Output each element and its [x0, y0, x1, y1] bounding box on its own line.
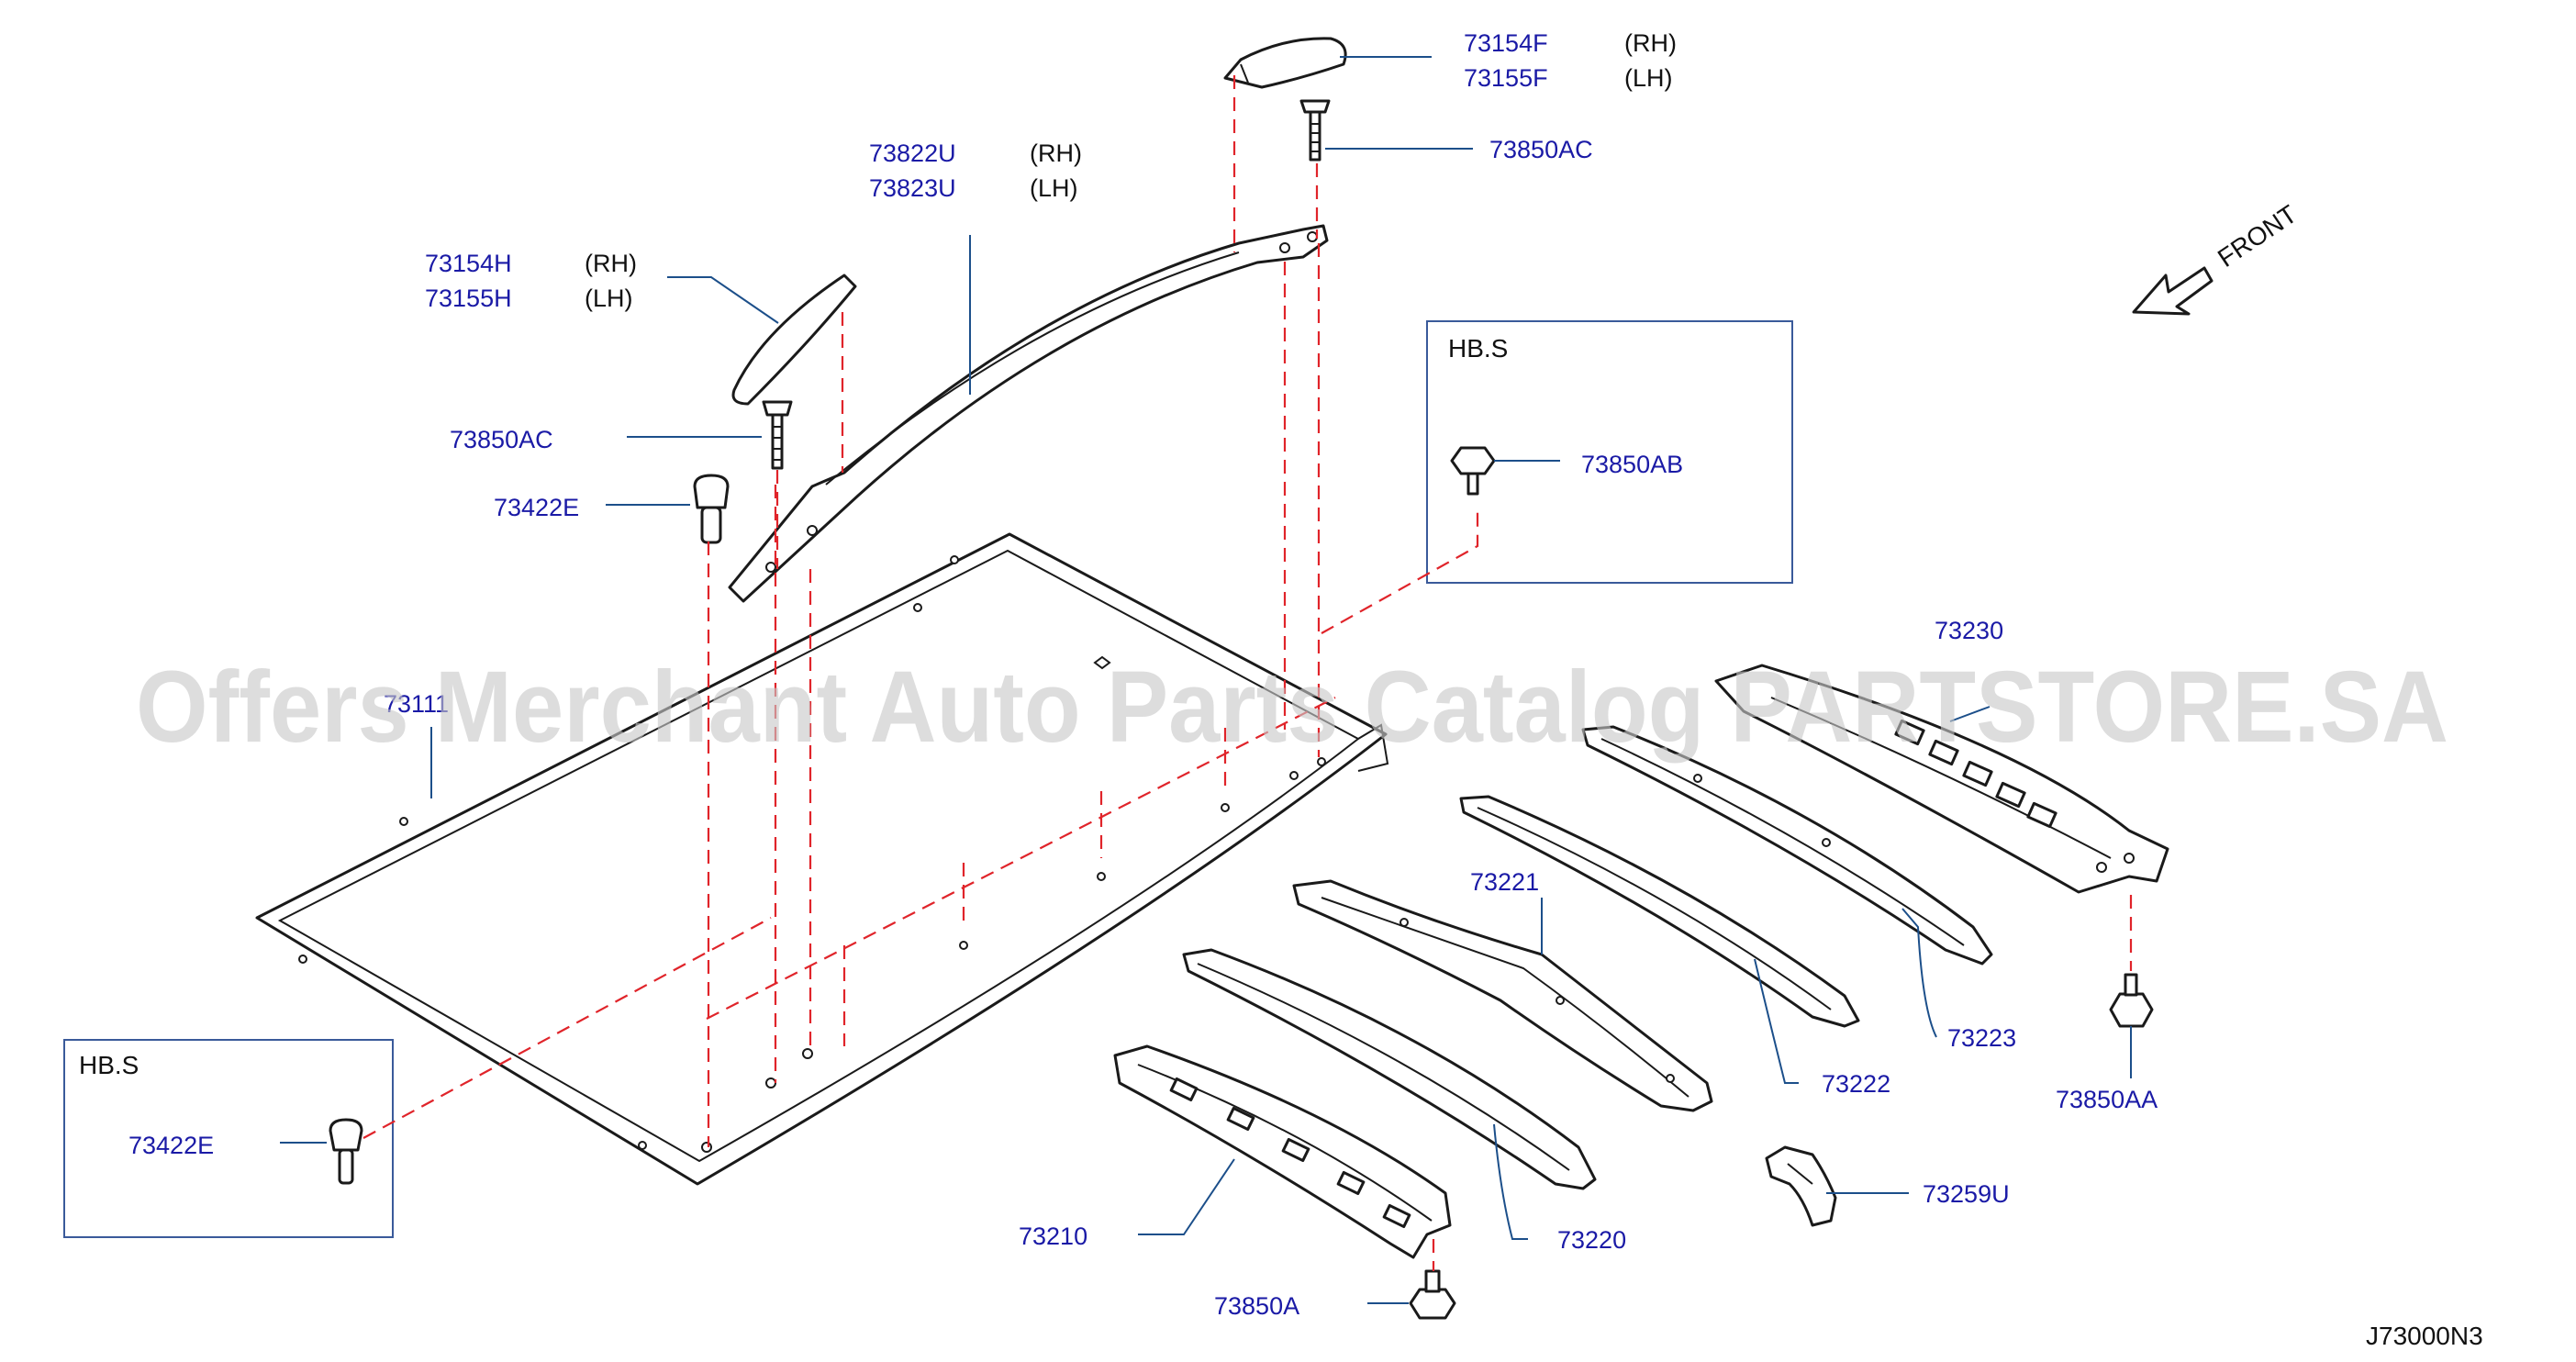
finisher-front-rh-side: (RH) — [585, 250, 637, 277]
screw-front[interactable] — [762, 400, 793, 470]
screw-a-label: 73850A — [1214, 1292, 1299, 1320]
finisher-front-lh-side: (LH) — [585, 285, 633, 312]
hbs-box-upper-part: 73850AB — [1581, 451, 1683, 478]
hbs-box-lower: HB.S 73422E — [63, 1039, 394, 1238]
roof-bow-73222-label: 73222 — [1822, 1070, 1890, 1098]
rail-finisher-rear[interactable] — [1223, 37, 1347, 89]
finisher-rear-lh-side: (LH) — [1624, 64, 1673, 92]
roof-bow-73222[interactable] — [1459, 795, 1860, 1028]
assembly-lines — [362, 75, 2133, 1271]
rail-rh-label: 73822U — [869, 140, 956, 167]
roof-bow-73220-label: 73220 — [1557, 1226, 1626, 1254]
screw-a[interactable] — [1409, 1269, 1456, 1320]
clip-front-label: 73422E — [494, 494, 579, 521]
hbs-box-upper: HB.S 73850AB — [1426, 320, 1793, 584]
finisher-rear-rh-label: 73154F — [1464, 29, 1548, 57]
finisher-rear-rh-side: (RH) — [1624, 29, 1677, 57]
finisher-front-lh-label: 73155H — [425, 285, 512, 312]
screw-rear-label: 73850AC — [1489, 136, 1593, 163]
hbs-box-upper-title: HB.S — [1448, 334, 1508, 363]
roof-bow-rear[interactable] — [1714, 664, 2169, 894]
rail-lh-side: (LH) — [1030, 174, 1078, 202]
rail-finisher-front[interactable] — [731, 274, 857, 406]
front-label: FRONT — [2213, 199, 2302, 273]
roof-bow-73220[interactable] — [1182, 948, 1597, 1190]
hbs-upper-screw[interactable] — [1450, 446, 1496, 496]
screw-aa-label: 73850AA — [2056, 1086, 2158, 1113]
roof-panel[interactable] — [255, 532, 1389, 1186]
front-arrow-icon — [2132, 266, 2214, 316]
hbs-box-lower-part: 73422E — [128, 1132, 214, 1159]
hbs-box-lower-title: HB.S — [79, 1051, 139, 1079]
finisher-rear-lh-label: 73155F — [1464, 64, 1548, 92]
screw-rear[interactable] — [1299, 99, 1331, 162]
roof-rail[interactable] — [728, 224, 1329, 603]
finisher-front-rh-label: 73154H — [425, 250, 512, 277]
hbs-lower-clip[interactable] — [329, 1118, 363, 1185]
diagram-code: J73000N3 — [2366, 1322, 2483, 1350]
roof-bow-73221-label: 73221 — [1470, 868, 1539, 896]
rail-rh-side: (RH) — [1030, 140, 1082, 167]
watermark: Offers Merchant Auto Parts Catalog PARTS… — [136, 651, 2448, 764]
roof-bow-front-label: 73210 — [1019, 1222, 1087, 1250]
screw-front-label: 73850AC — [450, 426, 553, 453]
roof-bow-73221[interactable] — [1292, 879, 1713, 1112]
roof-bow-rear-label: 73230 — [1935, 617, 2003, 644]
screw-aa[interactable] — [2109, 973, 2154, 1028]
roof-bow-front[interactable] — [1113, 1044, 1452, 1259]
bracket-73259u[interactable] — [1765, 1145, 1837, 1227]
rail-lh-label: 73823U — [869, 174, 956, 202]
roof-bow-73223-label: 73223 — [1947, 1024, 2016, 1052]
bracket-73259u-label: 73259U — [1923, 1180, 2010, 1208]
front-indicator: FRONT — [2132, 199, 2302, 316]
clip-front[interactable] — [693, 474, 730, 544]
roof-bow-73223[interactable] — [1581, 725, 1993, 966]
roof-panel-label: 73111 — [384, 690, 449, 718]
